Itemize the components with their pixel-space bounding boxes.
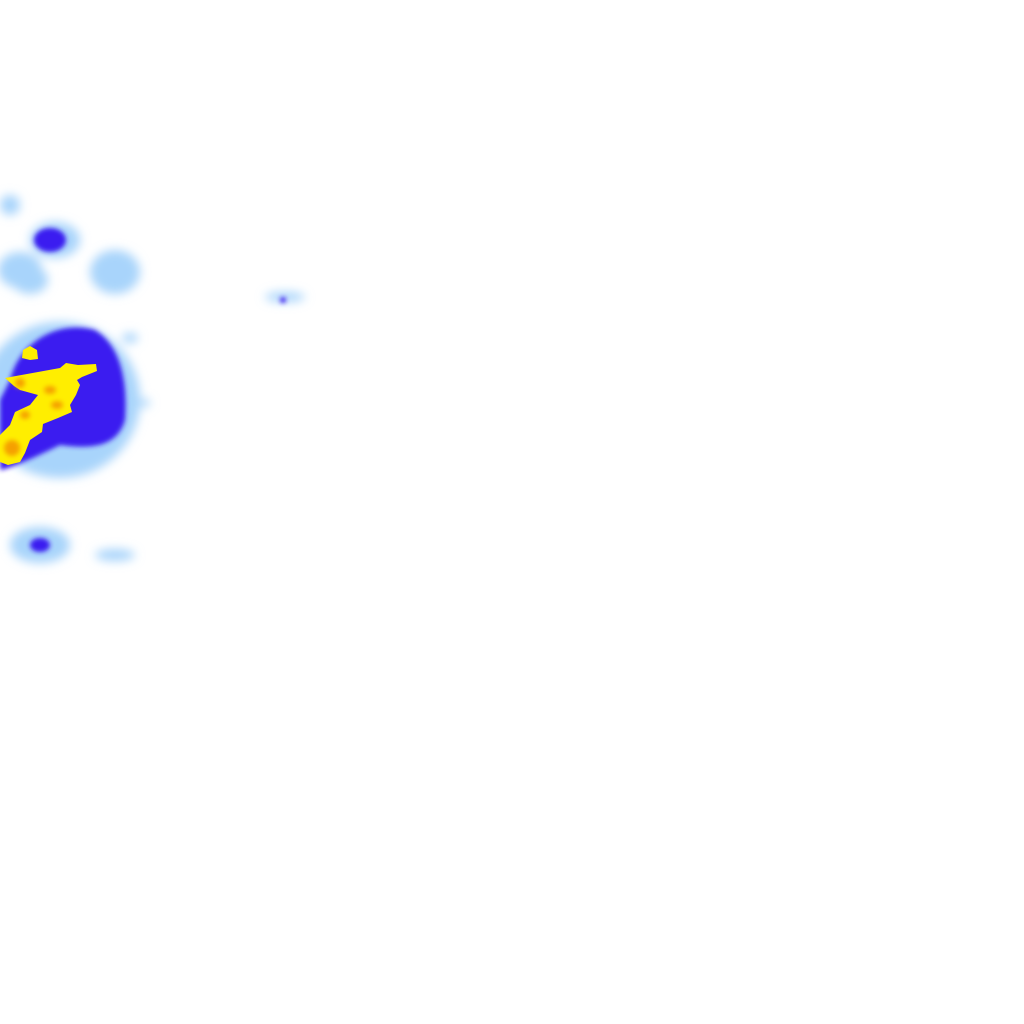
extreme-precip-layer	[4, 378, 63, 456]
heavy-cell	[280, 297, 286, 303]
extreme-cell	[4, 440, 20, 456]
intense-cell	[22, 346, 38, 360]
light-cell	[140, 399, 150, 407]
heavy-cell	[34, 228, 66, 252]
extreme-cell	[20, 411, 30, 419]
intense-cell	[0, 363, 97, 465]
light-cell	[0, 195, 20, 215]
light-cell	[12, 266, 48, 294]
extreme-cell	[51, 401, 63, 409]
light-cell	[95, 549, 135, 561]
intense-precip-layer	[0, 346, 97, 465]
light-cell	[122, 333, 138, 343]
light-cell	[265, 292, 305, 302]
heavy-cell	[30, 538, 50, 552]
light-cell	[90, 250, 140, 294]
extreme-cell	[44, 386, 56, 394]
extreme-cell	[15, 378, 25, 388]
